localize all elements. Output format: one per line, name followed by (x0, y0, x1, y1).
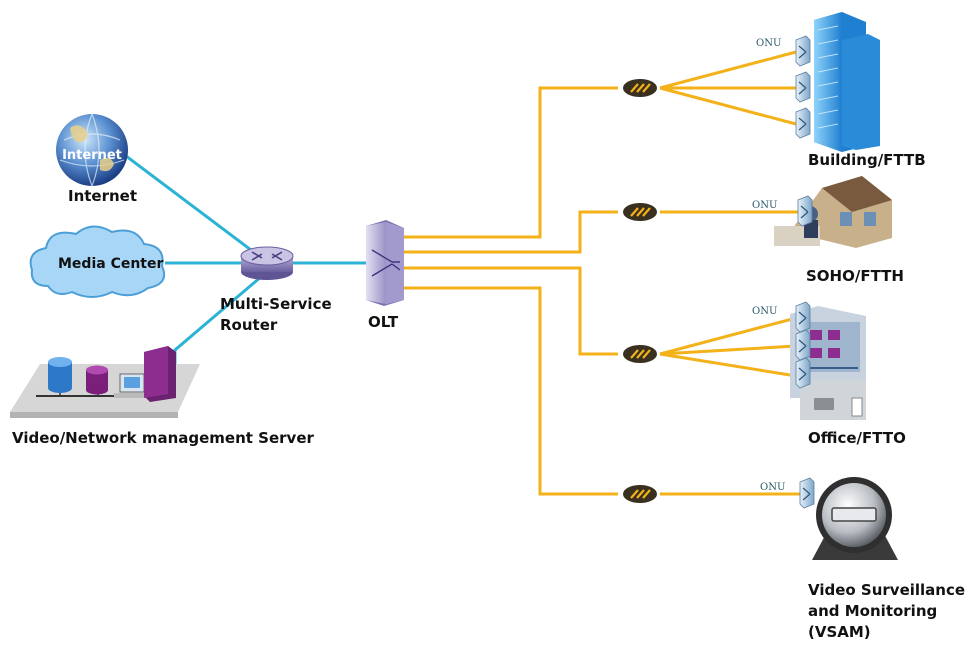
splitter-icon (623, 79, 657, 97)
drop-office-3 (659, 352, 797, 378)
server-label: Video/Network management Server (12, 429, 314, 447)
onu-label: ONU (752, 306, 777, 317)
onu-label: ONU (752, 200, 777, 211)
soho-label: SOHO/FTTH (806, 267, 904, 285)
onu-icon (795, 329, 811, 361)
splitters (623, 79, 657, 503)
office-icon (790, 306, 866, 420)
fiber-olt-vsam (400, 286, 618, 496)
globe-icon: Internet (56, 113, 128, 187)
vsam-label: Video Surveillance and Monitoring (VSAM) (808, 581, 966, 641)
cloud-icon (29, 225, 166, 298)
office-label: Office/FTTO (808, 429, 906, 447)
onu-icon (795, 301, 811, 333)
olt-icon (366, 220, 404, 306)
server-rack-icon (10, 346, 200, 418)
camera-dome-icon (812, 477, 898, 560)
link-internet-router (117, 148, 268, 264)
onu-icon (795, 35, 811, 67)
drop-building-1 (659, 50, 797, 90)
splitter-icon (623, 345, 657, 363)
splitter-icon (623, 485, 657, 503)
globe-text: Internet (62, 148, 122, 163)
onu-label: ONU (756, 38, 781, 49)
internet-label: Internet (68, 187, 138, 205)
onu-label: ONU (760, 482, 785, 493)
router-label: Multi-Service Router (220, 295, 332, 334)
onu-devices (795, 35, 815, 509)
drop-building-3 (659, 86, 797, 126)
onu-icon (795, 107, 811, 139)
drop-office-2 (659, 344, 797, 356)
building-label: Building/FTTB (808, 151, 926, 169)
media-center-label: Media Center (58, 256, 164, 272)
fiber-olt-soho (400, 210, 618, 254)
fiber-olt-building (400, 86, 618, 239)
onu-icon (795, 71, 811, 103)
onu-icon (795, 357, 811, 389)
drop-office-1 (659, 316, 797, 356)
onu-icon (799, 477, 815, 509)
house-icon (774, 176, 892, 248)
fiber-links (400, 50, 800, 496)
splitter-icon (623, 203, 657, 221)
building-icon (814, 12, 880, 152)
olt-label: OLT (368, 313, 399, 331)
onu-labels: ONU ONU ONU ONU (752, 38, 785, 493)
fiber-olt-office (400, 266, 618, 356)
onu-icon (797, 195, 813, 227)
router-icon (240, 246, 294, 280)
